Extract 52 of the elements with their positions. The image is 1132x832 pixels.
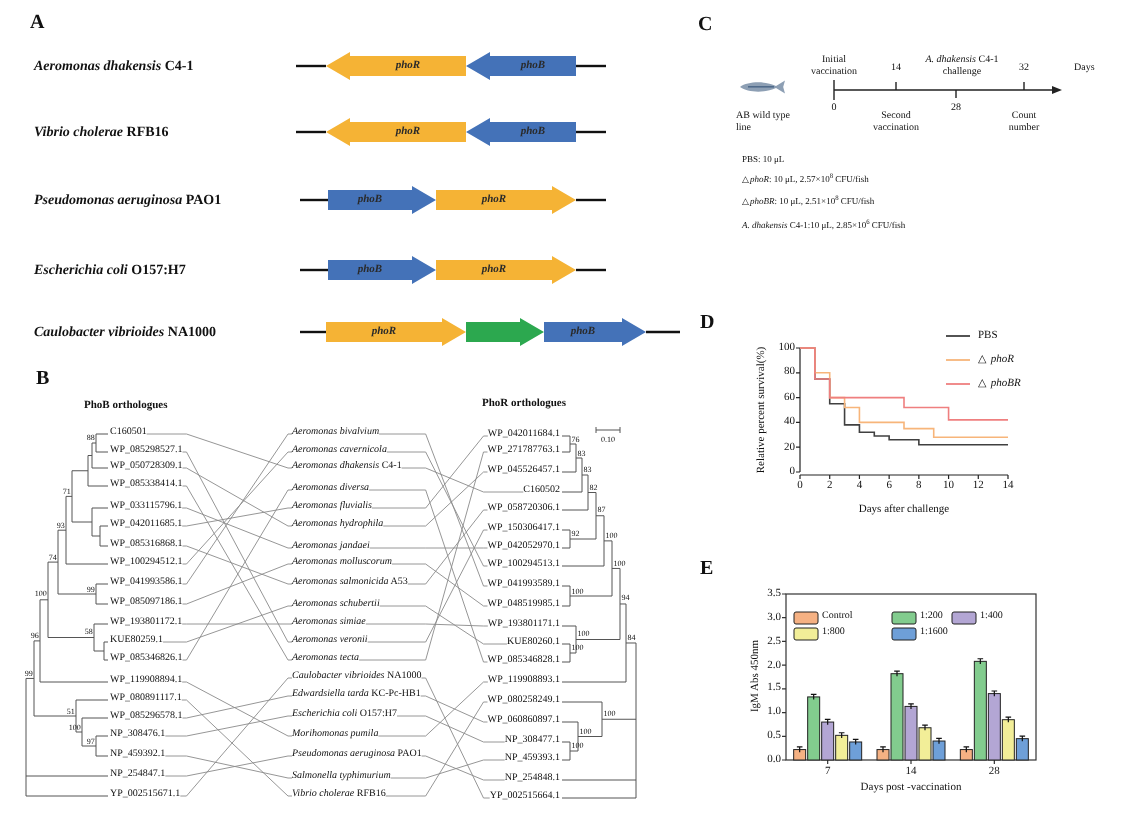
connector-line — [369, 547, 488, 549]
gene-block — [328, 256, 436, 284]
connector-line — [377, 681, 489, 737]
connector-line — [181, 681, 293, 737]
connector-line — [378, 433, 488, 587]
panel-letter: B — [36, 370, 50, 390]
connector-line — [181, 507, 293, 527]
connector-line — [162, 605, 293, 643]
gene-block — [466, 52, 576, 80]
gene-block — [466, 118, 576, 146]
connector-line — [182, 467, 293, 527]
connector-line — [182, 451, 293, 565]
connector-line — [401, 467, 524, 493]
panel-letter: A — [30, 14, 45, 34]
connector-line — [390, 759, 506, 779]
connector-line — [421, 755, 506, 781]
connector-line — [182, 545, 293, 585]
connector-line — [367, 529, 488, 643]
panel-letter: D — [700, 314, 715, 334]
connector-line — [181, 507, 293, 549]
gene-block — [544, 318, 646, 346]
connector-line — [421, 677, 491, 799]
connector-line — [164, 715, 293, 737]
connector-line — [385, 701, 488, 797]
connector-line — [358, 451, 488, 661]
gene-block — [466, 318, 544, 346]
gene-block — [436, 186, 576, 214]
connector-line — [371, 435, 489, 509]
panel-letter: C — [698, 16, 713, 36]
connector-line — [182, 563, 293, 605]
connector-line — [146, 433, 293, 469]
connector-line — [182, 695, 293, 719]
gene-block — [326, 118, 466, 146]
connector-line — [365, 623, 489, 627]
connector-line — [181, 623, 293, 625]
gene-block — [328, 186, 436, 214]
gene-block — [326, 318, 466, 346]
connector-line — [182, 451, 293, 643]
connector-line — [182, 433, 293, 585]
panel-letter: E — [700, 560, 714, 580]
connector-line — [386, 451, 488, 567]
connector-line — [396, 715, 506, 743]
connector-line — [382, 471, 488, 527]
connector-line — [407, 509, 488, 585]
connector-line — [420, 695, 488, 723]
connector-line — [179, 677, 293, 797]
connector-line — [181, 699, 293, 797]
gene-block — [436, 256, 576, 284]
connector-line — [391, 563, 488, 607]
connector-line — [368, 489, 488, 663]
gene-block — [326, 52, 466, 80]
connector-line — [379, 605, 508, 645]
